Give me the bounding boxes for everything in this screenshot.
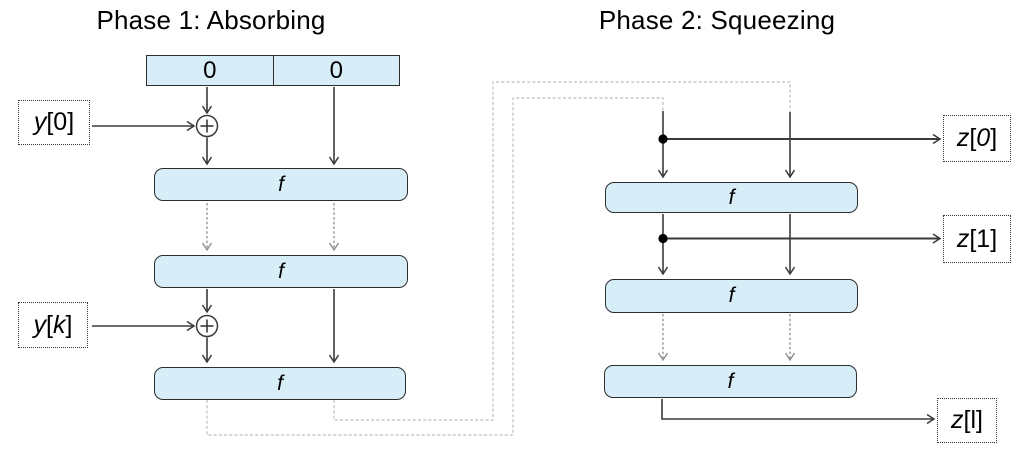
f-label: f xyxy=(278,259,284,283)
state-cell-right: 0 xyxy=(329,56,343,84)
input-label-text: y[0] xyxy=(33,108,75,136)
f-label: f xyxy=(277,371,283,395)
phase2-title: Phase 2: Squeezing xyxy=(598,5,836,35)
output-label-zl: z[l] xyxy=(937,398,997,443)
input-label-text: y[k] xyxy=(33,310,73,339)
input-label-yk: y[k] xyxy=(18,302,88,348)
phase1-title: Phase 1: Absorbing xyxy=(96,5,326,35)
xor-icon xyxy=(195,314,219,338)
output-label-z1: z[1] xyxy=(943,215,1011,263)
f-label: f xyxy=(728,185,735,209)
arrow-f6-to-zl xyxy=(661,399,934,419)
f-label: f xyxy=(727,369,734,393)
output-label-text: z[0] xyxy=(956,124,998,152)
state-register: 0 0 xyxy=(146,55,400,86)
xor-icon xyxy=(195,114,219,138)
f-box-squeeze-2: f xyxy=(605,279,858,313)
junction-dot xyxy=(658,233,668,244)
f-box-absorb-1: f xyxy=(154,168,408,201)
f-box-absorb-3: f xyxy=(154,367,406,400)
junction-dot xyxy=(658,134,668,144)
output-label-text: z[1] xyxy=(956,224,998,253)
feedback-path-rate xyxy=(333,81,791,421)
f-box-absorb-2: f xyxy=(154,255,408,288)
input-label-y0: y[0] xyxy=(18,100,90,145)
f-label: f xyxy=(728,284,735,307)
output-label-z0: z[0] xyxy=(943,115,1011,162)
f-box-squeeze-1: f xyxy=(605,182,858,213)
state-cell-left: 0 xyxy=(147,56,274,85)
output-label-text: z[l] xyxy=(951,406,983,434)
f-box-squeeze-3: f xyxy=(604,365,857,398)
f-label: f xyxy=(278,172,284,196)
